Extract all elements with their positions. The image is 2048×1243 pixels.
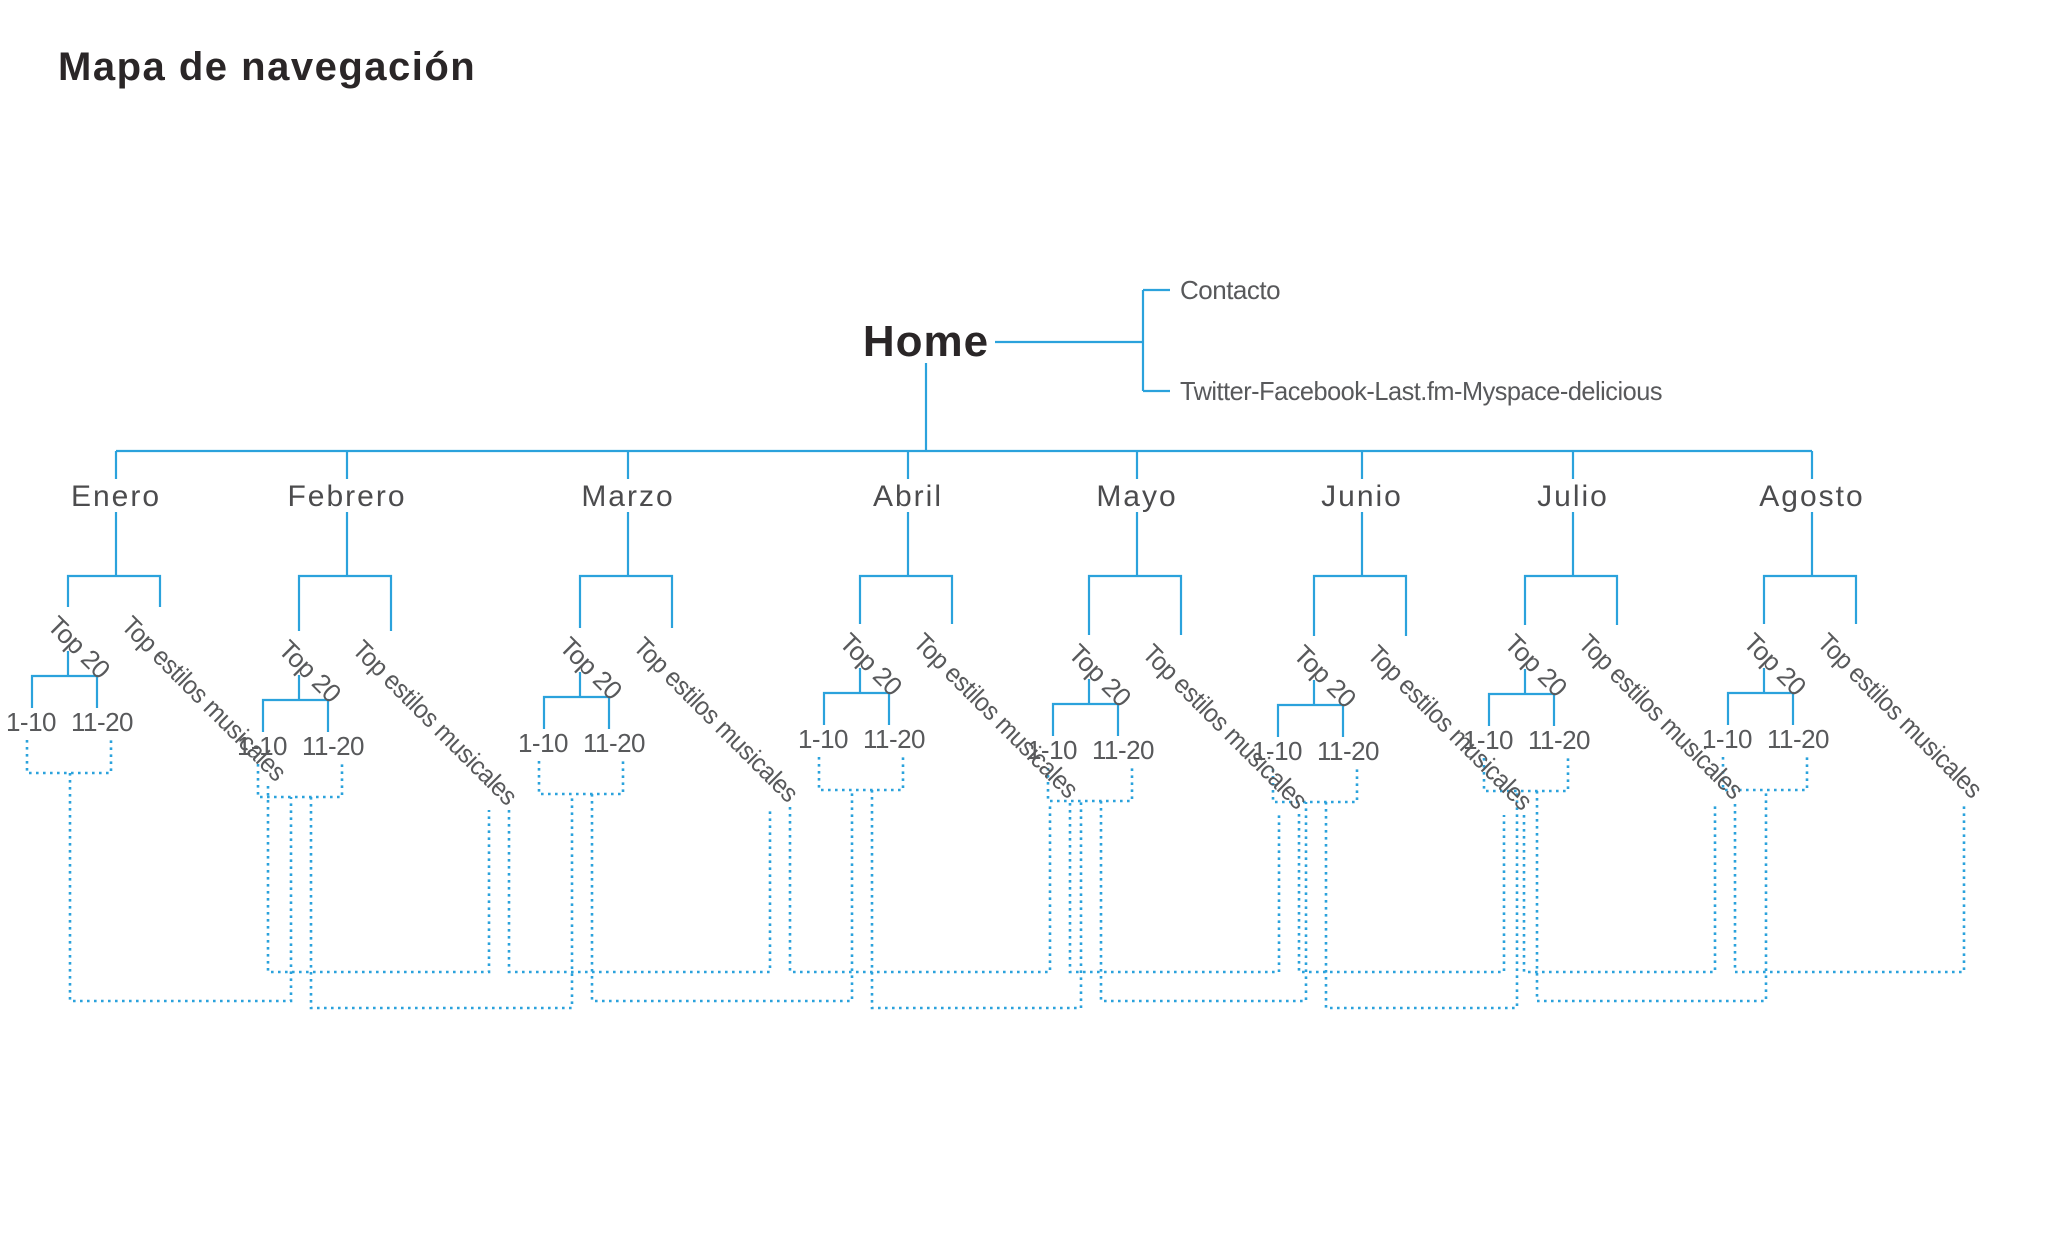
febrero-top20-label: Top 20 bbox=[273, 634, 347, 708]
month-node-agosto: Agosto bbox=[1759, 480, 1864, 513]
enero-range1-label: 1-10 bbox=[6, 707, 56, 737]
month-node-enero: Enero bbox=[71, 480, 161, 513]
month-node-julio: Julio bbox=[1537, 480, 1609, 513]
home-link-contacto: Contacto bbox=[1180, 275, 1280, 305]
junio-branch-lines bbox=[1276, 451, 1408, 737]
estilos-link-mayo-junio bbox=[1297, 814, 1506, 974]
abril-range1-label: 1-10 bbox=[798, 724, 848, 754]
enero-top20-label: Top 20 bbox=[42, 610, 116, 684]
enero-ranges-dotted-bracket bbox=[25, 740, 113, 775]
mayo-estilos-label: Top estilos musicales bbox=[1137, 638, 1314, 815]
agosto-estilos-label: Top estilos musicales bbox=[1812, 627, 1989, 804]
estilos-link-abril-mayo bbox=[1068, 803, 1281, 974]
labels-layer: Contacto Twitter-Facebook-Last.fm-Myspac… bbox=[6, 275, 1989, 816]
junio-ranges-dotted-bracket bbox=[1271, 769, 1359, 804]
marzo-range1-label: 1-10 bbox=[518, 728, 568, 758]
abril-ranges-dotted-bracket bbox=[817, 757, 905, 792]
julio-estilos-label: Top estilos musicales bbox=[1573, 628, 1750, 805]
estilos-link-febrero-marzo bbox=[507, 807, 772, 974]
julio-range2-label: 11-20 bbox=[1528, 725, 1590, 755]
home-node-label: Home bbox=[863, 317, 989, 366]
ranges-link-enero-febrero bbox=[68, 773, 293, 1003]
marzo-range2-label: 11-20 bbox=[583, 728, 645, 758]
ranges-link-marzo-abril bbox=[590, 790, 854, 1003]
febrero-range2-label: 11-20 bbox=[302, 731, 364, 761]
abril-top20-label: Top 20 bbox=[834, 627, 908, 701]
enero-range2-label: 11-20 bbox=[71, 707, 133, 737]
ranges-link-junio-julio bbox=[1324, 791, 1519, 1010]
febrero-range1-label: 1-10 bbox=[237, 731, 287, 761]
dotted-lines-layer bbox=[25, 740, 1966, 1010]
month-node-junio: Junio bbox=[1321, 480, 1403, 513]
marzo-top20-label: Top 20 bbox=[554, 631, 628, 705]
abril-branch-lines bbox=[822, 451, 954, 725]
month-node-mayo: Mayo bbox=[1096, 480, 1177, 513]
febrero-branch-lines bbox=[261, 451, 393, 732]
agosto-branch-lines bbox=[1726, 451, 1858, 725]
solid-lines-layer bbox=[30, 288, 1858, 737]
agosto-range2-label: 11-20 bbox=[1767, 724, 1829, 754]
julio-top20-label: Top 20 bbox=[1499, 628, 1573, 702]
ranges-link-julio-agosto bbox=[1535, 790, 1768, 1003]
ranges-link-mayo-junio bbox=[1099, 801, 1308, 1003]
abril-range2-label: 11-20 bbox=[863, 724, 925, 754]
estilos-link-julio-agosto bbox=[1733, 803, 1966, 974]
agosto-top20-label: Top 20 bbox=[1738, 627, 1812, 701]
estilos-link-junio-julio bbox=[1522, 804, 1717, 974]
mayo-range2-label: 11-20 bbox=[1092, 735, 1154, 765]
estilos-link-enero-febrero bbox=[266, 786, 491, 974]
month-node-febrero: Febrero bbox=[287, 480, 406, 513]
mayo-top20-label: Top 20 bbox=[1063, 638, 1137, 712]
month-node-abril: Abril bbox=[873, 480, 943, 513]
enero-branch-lines bbox=[30, 451, 162, 708]
marzo-estilos-label: Top estilos musicales bbox=[628, 631, 805, 808]
mayo-range1-label: 1-10 bbox=[1027, 735, 1077, 765]
home-links-connector bbox=[995, 288, 1170, 393]
agosto-ranges-dotted-bracket bbox=[1721, 757, 1809, 792]
agosto-range1-label: 1-10 bbox=[1702, 724, 1752, 754]
months-layer: Enero Febrero Marzo Abril Mayo Junio Jul… bbox=[71, 480, 1864, 513]
julio-range1-label: 1-10 bbox=[1463, 725, 1513, 755]
mayo-branch-lines bbox=[1051, 451, 1183, 736]
home-link-social: Twitter-Facebook-Last.fm-Myspace-delicio… bbox=[1180, 376, 1662, 406]
febrero-estilos-label: Top estilos musicales bbox=[347, 634, 524, 811]
estilos-link-marzo-abril bbox=[788, 803, 1052, 974]
ranges-link-febrero-marzo bbox=[309, 794, 574, 1010]
junio-top20-label: Top 20 bbox=[1288, 639, 1362, 713]
julio-branch-lines bbox=[1487, 451, 1619, 726]
month-node-marzo: Marzo bbox=[581, 480, 674, 513]
mayo-ranges-dotted-bracket bbox=[1046, 768, 1134, 803]
headings-layer: Mapa de navegación Home bbox=[58, 45, 989, 366]
marzo-branch-lines bbox=[542, 451, 674, 729]
ranges-link-abril-mayo bbox=[870, 790, 1083, 1010]
abril-estilos-label: Top estilos musicales bbox=[908, 627, 1085, 804]
marzo-ranges-dotted-bracket bbox=[537, 761, 625, 796]
julio-ranges-dotted-bracket bbox=[1482, 758, 1570, 793]
junio-range1-label: 1-10 bbox=[1252, 736, 1302, 766]
junio-range2-label: 11-20 bbox=[1317, 736, 1379, 766]
page-title: Mapa de navegación bbox=[58, 45, 476, 89]
febrero-ranges-dotted-bracket bbox=[256, 764, 344, 799]
